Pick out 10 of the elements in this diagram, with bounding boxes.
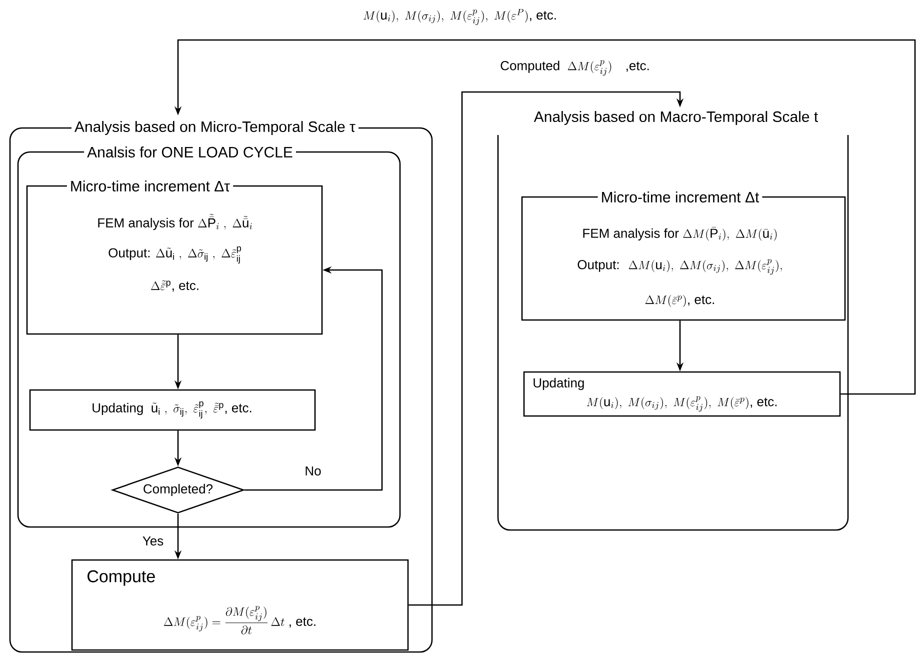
- edge-label: $M(\mathrm{u}_i),\ M(\sigma_{ij}),\ M(\varepsilon^p_{ij}),\ M(\varepsilon^P)\text{, etc.}$: [364, 9, 556, 26]
- process-box: Micro-time increment Δt $\text{FEM analysis for }\Delta M(\bar{\mathrm{P}}_i),\ \Delta M(\bar{\mathrm{u}}_i)$ $\text{Output: }\ \Delta M(\mathrm{u}_i),\ \Delta M(\sigma_{ij}),\ \Delta M(\varepsilon^p_{ij}),$ $\Delta M(\bar{\varepsilon}^p)\text{, etc.}$: [521, 188, 846, 321]
- process-box: $\text{Updating }\ \tilde{\mathrm{u}}_\mathrm{i}\ ,\ \tilde{\sigma}_\mathrm{ij},\ \tilde{\varepsilon}^\mathrm{p}_\mathrm{ij},\ \tilde{\bar{\varepsilon}}^\mathrm{p}\text{, etc.}$: [29, 389, 316, 431]
- process-box: Updating $M(\mathrm{u}_i),\ M(\sigma_{ij}),\ M(\varepsilon^p_{ij}),\ M(\bar{\varepsilon}^p)\text{, etc.}$: [523, 371, 841, 417]
- edge-label: No: [306, 466, 321, 476]
- process-box: Micro-time increment Δτ $\text{FEM analysis for }\Delta\tilde{\bar{\mathrm{P}}}_i\ ,\ \Delta\tilde{\bar{\mathrm{u}}}_i$ $\text{Output: }\Delta\tilde{\mathrm{u}}_\mathrm{i}\ ,\ \Delta\tilde{\sigma}_\mathrm{ij}\ ,\ \Delta\tilde{\varepsilon}^\mathrm{p}_\mathrm{ij}$ $\Delta\tilde{\bar{\varepsilon}}^\mathrm{p}\text{, etc.}$: [26, 178, 323, 335]
- edge-label: $\text{Computed }\ \Delta M(\varepsilon^p_{ij})\quad\text{,etc.}$: [500, 60, 649, 76]
- process-box: Compute $\Delta M(\varepsilon^p_{ij}) = \frac{\partial M(\varepsilon^p_{ij})}{\partial t}\,\Delta t\ \text{, etc.}$: [71, 559, 409, 651]
- edge-label: Yes: [142, 536, 164, 546]
- arrow: [408, 91, 684, 606]
